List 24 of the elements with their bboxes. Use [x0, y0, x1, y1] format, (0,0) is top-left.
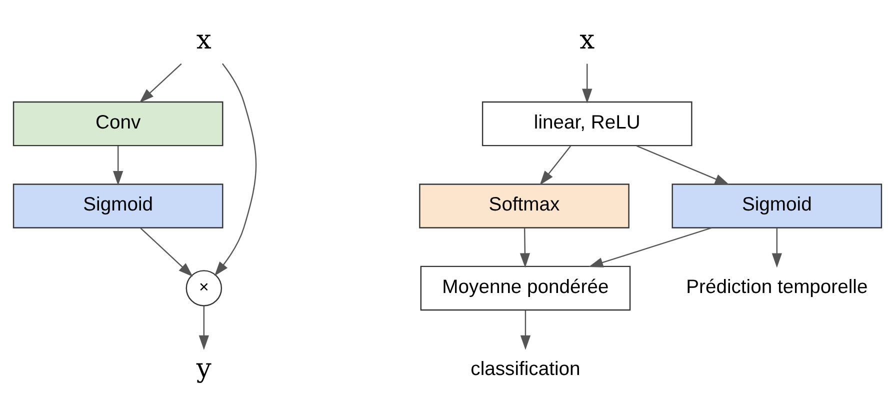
- arrow: [140, 228, 193, 277]
- node-text: y: [196, 353, 212, 384]
- arrow: [772, 228, 782, 268]
- node-box: Sigmoid: [12, 184, 224, 228]
- node-box: Conv: [12, 101, 224, 146]
- node-text: Prédiction temporelle: [686, 276, 868, 298]
- node-text: classification: [470, 358, 580, 380]
- node-box: Sigmoid: [672, 184, 882, 228]
- arrow: [520, 310, 531, 350]
- arrow: [214, 63, 257, 276]
- node-box: linear, ReLU: [482, 101, 692, 146]
- arrow: [588, 227, 712, 268]
- arrow: [520, 228, 530, 268]
- node-circle: ×: [186, 270, 222, 306]
- arrow: [198, 306, 209, 350]
- arrow: [540, 146, 572, 186]
- node-text: x: [580, 24, 595, 56]
- arrow: [113, 146, 124, 186]
- node-text: x: [196, 24, 212, 56]
- arrow: [636, 145, 730, 185]
- arrow: [139, 63, 182, 103]
- node-box: Moyenne pondérée: [420, 266, 631, 311]
- node-box: Softmax: [419, 184, 630, 228]
- arrow: [582, 64, 592, 104]
